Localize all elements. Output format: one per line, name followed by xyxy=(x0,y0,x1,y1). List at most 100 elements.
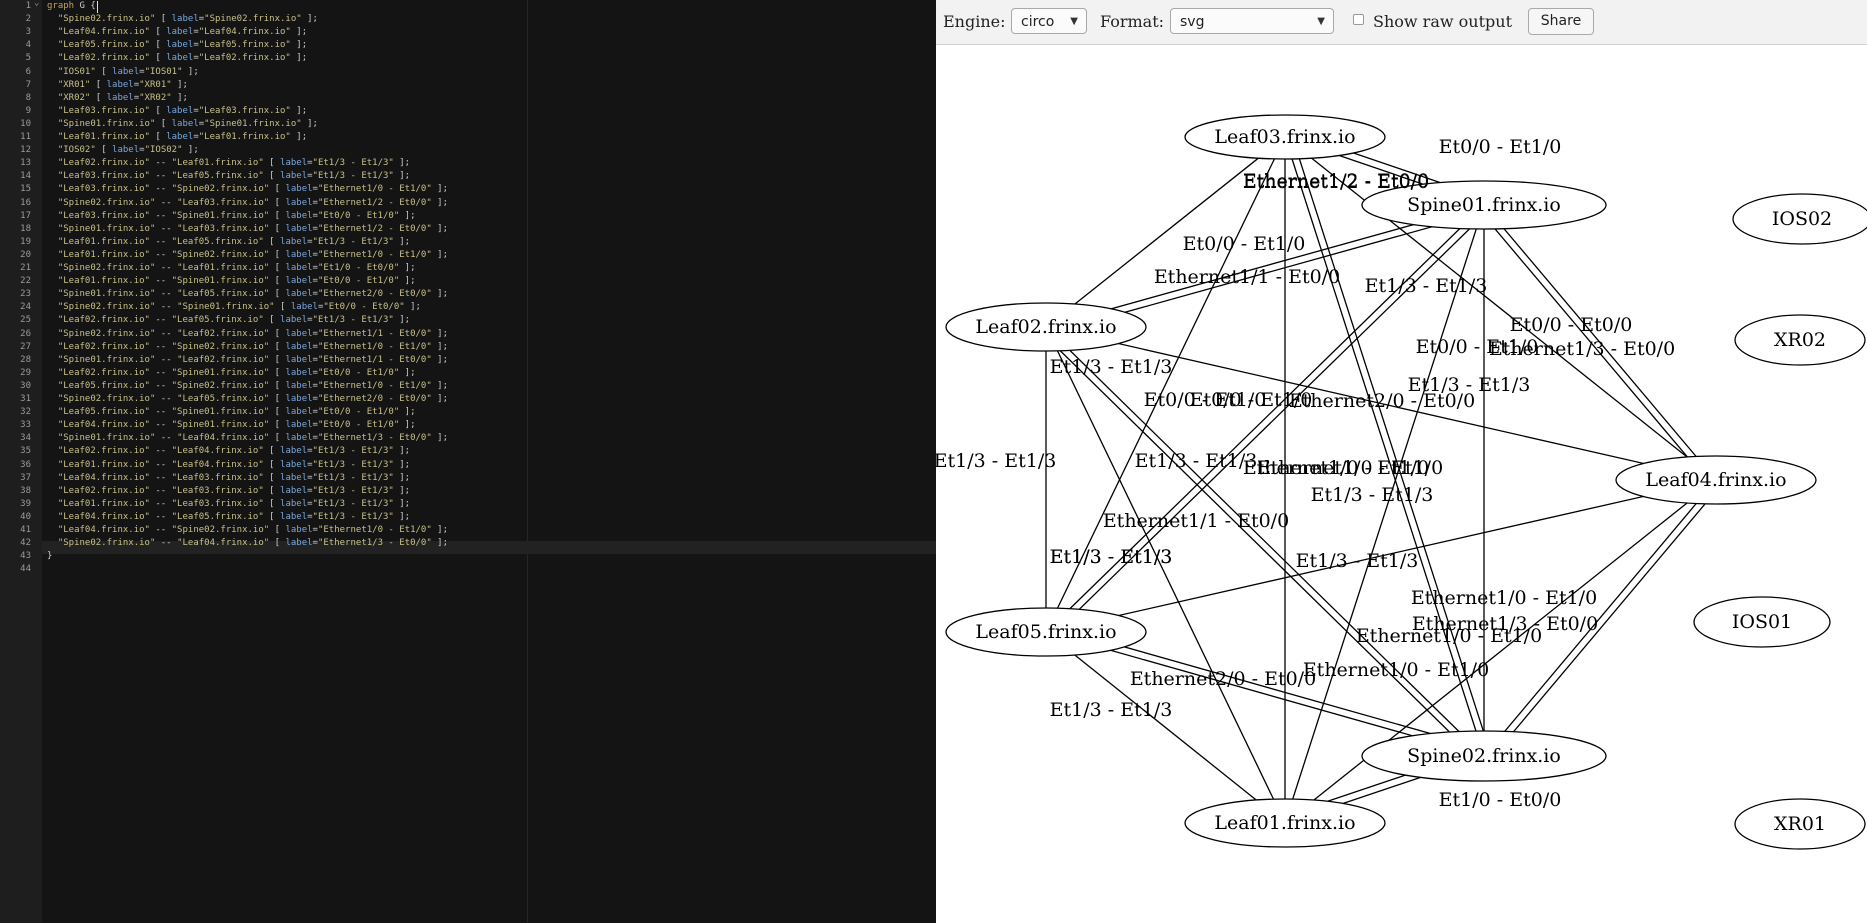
graph-node: Spine01.frinx.io xyxy=(1361,180,1607,230)
code-line[interactable]: "Spine02.frinx.io" -- "Leaf02.frinx.io" … xyxy=(47,328,448,341)
code-token: [ xyxy=(269,184,286,195)
code-token: [ xyxy=(263,498,281,509)
code-line[interactable]: "Spine02.frinx.io" -- "Leaf05.frinx.io" … xyxy=(47,393,448,406)
code-token: ]; xyxy=(301,14,318,25)
format-select[interactable]: svg ▼ xyxy=(1170,8,1334,34)
line-number: 21 xyxy=(20,263,31,273)
code-line[interactable]: "Leaf04.frinx.io" -- "Leaf05.frinx.io" [… xyxy=(47,511,410,524)
code-line[interactable]: "Leaf01.frinx.io" -- "Spine02.frinx.io" … xyxy=(47,249,448,262)
code-line[interactable]: "Leaf02.frinx.io" [ label="Leaf02.frinx.… xyxy=(47,52,307,65)
code-token: label xyxy=(285,367,313,378)
code-token: "Spine01.frinx.io" xyxy=(171,420,270,431)
code-token: [ xyxy=(263,158,281,169)
code-line[interactable]: "Leaf02.frinx.io" -- "Leaf05.frinx.io" [… xyxy=(47,314,410,327)
line-number: 20 xyxy=(20,249,31,260)
code-token: = xyxy=(312,210,318,221)
line-number: 2 xyxy=(25,14,31,25)
code-line[interactable]: graph G { xyxy=(47,0,96,13)
code-token: "Leaf04.frinx.io" xyxy=(47,511,150,522)
code-line[interactable]: "XR02" [ label="XR02" ]; xyxy=(47,92,188,105)
graph-edge xyxy=(1045,631,1286,824)
code-line[interactable]: "Spine01.frinx.io" [ label="Spine01.frin… xyxy=(47,118,318,131)
code-line[interactable]: "Leaf03.frinx.io" -- "Spine01.frinx.io" … xyxy=(47,210,416,223)
code-token: label xyxy=(285,289,313,300)
code-line[interactable]: "Leaf02.frinx.io" -- "Spine02.frinx.io" … xyxy=(47,341,448,354)
code-token: label xyxy=(285,276,313,287)
code-line[interactable]: "Leaf02.frinx.io" -- "Spine01.frinx.io" … xyxy=(47,367,416,380)
code-line[interactable]: "Spine02.frinx.io" -- "Spine01.frinx.io"… xyxy=(47,301,421,314)
line-number: 26 xyxy=(20,328,31,339)
code-line[interactable]: "Spine01.frinx.io" -- "Leaf02.frinx.io" … xyxy=(47,354,448,367)
code-token: [ xyxy=(263,315,281,326)
code-token: "Leaf05.frinx.io" xyxy=(47,40,150,51)
code-line[interactable]: "XR01" [ label="XR01" ]; xyxy=(47,79,188,92)
code-line[interactable]: "Leaf04.frinx.io" -- "Leaf03.frinx.io" [… xyxy=(47,472,410,485)
code-line[interactable]: } xyxy=(47,550,52,563)
code-token: ]; xyxy=(393,446,411,457)
code-token: "Et1/3 - Et1/3" xyxy=(312,498,394,509)
code-token: ]; xyxy=(393,236,411,247)
code-line[interactable]: "Spine01.frinx.io" -- "Leaf03.frinx.io" … xyxy=(47,223,448,236)
code-line[interactable]: "Leaf05.frinx.io" -- "Spine02.frinx.io" … xyxy=(47,380,448,393)
line-number: 18 xyxy=(20,223,31,234)
code-token: ]; xyxy=(431,197,449,208)
code-line[interactable]: "Spine02.frinx.io" -- "Leaf03.frinx.io" … xyxy=(47,197,448,210)
code-line[interactable]: "Leaf03.frinx.io" [ label="Leaf03.frinx.… xyxy=(47,105,307,118)
code-line[interactable]: "Leaf04.frinx.io" -- "Spine01.frinx.io" … xyxy=(47,419,416,432)
share-button[interactable]: Share xyxy=(1528,8,1594,35)
code-line[interactable]: "Leaf01.frinx.io" -- "Spine01.frinx.io" … xyxy=(47,275,416,288)
graph-edge xyxy=(1284,136,1485,757)
code-line[interactable]: "Leaf01.frinx.io" -- "Leaf03.frinx.io" [… xyxy=(47,498,410,511)
code-line[interactable]: "Leaf04.frinx.io" -- "Spine02.frinx.io" … xyxy=(47,524,448,537)
code-line[interactable]: "Leaf01.frinx.io" -- "Leaf05.frinx.io" [… xyxy=(47,236,410,249)
code-line[interactable]: "Leaf05.frinx.io" [ label="Leaf05.frinx.… xyxy=(47,39,307,52)
edge-label: Et1/3 - Et1/3 xyxy=(1050,699,1173,721)
code-line[interactable]: "Leaf02.frinx.io" -- "Leaf01.frinx.io" [… xyxy=(47,157,410,170)
code-line[interactable]: "Spine02.frinx.io" -- "Leaf04.frinx.io" … xyxy=(47,537,448,550)
code-line[interactable]: "Leaf02.frinx.io" -- "Leaf03.frinx.io" [… xyxy=(47,485,410,498)
code-line[interactable]: "Leaf03.frinx.io" -- "Leaf05.frinx.io" [… xyxy=(47,170,410,183)
code-token: ]; xyxy=(431,433,449,444)
code-token: -- xyxy=(149,249,172,260)
edge-label: Et0/0 - Et1/0 xyxy=(1144,389,1267,411)
engine-select[interactable]: circo ▼ xyxy=(1011,8,1087,34)
code-token: [ xyxy=(263,446,281,457)
code-token: -- xyxy=(149,210,172,221)
graph-edge xyxy=(1284,136,1717,481)
code-token: "Leaf05.frinx.io" xyxy=(47,407,150,418)
code-line[interactable]: "Spine02.frinx.io" -- "Leaf01.frinx.io" … xyxy=(47,262,416,275)
code-token: -- xyxy=(155,538,178,549)
code-token: -- xyxy=(155,223,178,234)
graph-edge xyxy=(1478,209,1712,485)
code-editor[interactable]: 1234567891011121314151617181920212223242… xyxy=(0,0,936,923)
code-line[interactable]: "Spine01.frinx.io" -- "Leaf04.frinx.io" … xyxy=(47,432,448,445)
code-line[interactable]: "Leaf02.frinx.io" -- "Leaf04.frinx.io" [… xyxy=(47,445,410,458)
edge-label: Ethernet1/1 - Et0/0 xyxy=(1103,510,1289,532)
node-label: Spine02.frinx.io xyxy=(1407,745,1561,767)
code-line[interactable]: "Spine01.frinx.io" -- "Leaf05.frinx.io" … xyxy=(47,288,448,301)
code-token: [ xyxy=(269,263,286,273)
code-token: ]; xyxy=(290,27,308,38)
code-token: label xyxy=(106,92,134,103)
code-token: = xyxy=(307,472,313,483)
code-line[interactable]: "IOS02" [ label="IOS02" ]; xyxy=(47,144,199,157)
code-line[interactable]: "Spine02.frinx.io" [ label="Spine02.frin… xyxy=(47,13,318,26)
code-token: } xyxy=(47,551,53,562)
code-line[interactable]: "Leaf03.frinx.io" -- "Spine02.frinx.io" … xyxy=(47,183,448,196)
code-token: "IOS01" xyxy=(47,66,96,77)
show-raw-output-label[interactable]: Show raw output xyxy=(1373,12,1512,31)
code-token: = xyxy=(307,511,313,522)
show-raw-output-checkbox[interactable] xyxy=(1353,14,1364,25)
code-line[interactable]: "Leaf01.frinx.io" -- "Leaf04.frinx.io" [… xyxy=(47,459,410,472)
code-line[interactable]: "Leaf04.frinx.io" [ label="Leaf04.frinx.… xyxy=(47,26,307,39)
code-line[interactable]: "IOS01" [ label="IOS01" ]; xyxy=(47,66,199,79)
edge-label: Et1/3 - Et1/3 xyxy=(1050,546,1173,568)
code-line[interactable]: "Leaf01.frinx.io" [ label="Leaf01.frinx.… xyxy=(47,131,307,144)
code-line[interactable]: "Leaf05.frinx.io" -- "Spine01.frinx.io" … xyxy=(47,406,416,419)
code-token: [ xyxy=(90,92,107,103)
code-token: "Ethernet1/3 - Et0/0" xyxy=(317,538,432,549)
code-token: "Leaf03.frinx.io" xyxy=(47,210,150,221)
code-token: label xyxy=(285,433,313,444)
graph-edge xyxy=(1291,134,1492,755)
code-token: "Leaf01.frinx.io" xyxy=(47,498,150,509)
